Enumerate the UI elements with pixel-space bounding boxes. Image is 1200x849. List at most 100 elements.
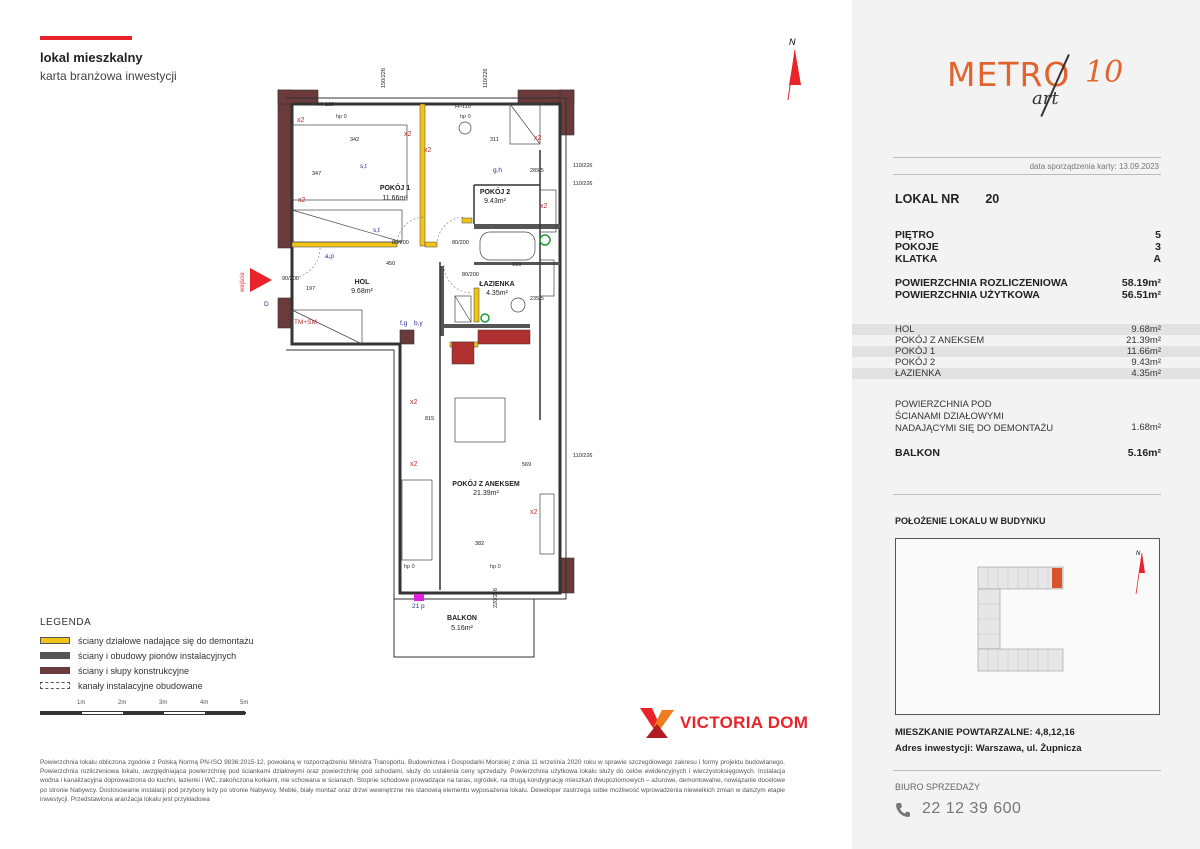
legend-label: ściany działowe nadające się do demontaż… (78, 635, 254, 646)
socket-marker: x2 (410, 461, 418, 468)
legend-item: kanały instalacyjne obudowane (40, 678, 254, 693)
dimension-label: 311 (490, 137, 499, 143)
room-label: POKÓJ Z ANEKSEM (452, 479, 520, 488)
apartment-highlight (1052, 568, 1062, 588)
scale-label: 5m (240, 700, 249, 706)
phone-number[interactable]: 22 12 39 600 (922, 800, 1022, 817)
room-label: HOL (355, 279, 371, 286)
legend-swatch (40, 667, 70, 674)
room-area: 21.39m² (473, 490, 499, 497)
socket-marker: x2 (424, 147, 432, 154)
opening-label: 80/200 (392, 240, 409, 246)
dimension-label: 289.5 (530, 168, 544, 174)
room-area: 11.66m² (382, 195, 408, 202)
dimension-label: 815 (425, 416, 434, 422)
legend-item: ściany i słupy konstrukcyjne (40, 663, 254, 678)
plan-sheet: lokal mieszkalny karta branżowa inwestyc… (40, 36, 808, 803)
dimension-label: 382 (475, 541, 484, 547)
opening-label: 220/226 (493, 588, 499, 608)
room-area: 5.16m² (451, 625, 473, 632)
opening-label: 80/200 (462, 272, 479, 278)
card-date: data sporządzenia karty: 13.09.2023 (1029, 162, 1159, 171)
legend-label: kanały instalacyjne obudowane (78, 680, 203, 691)
socket-marker: x2 (530, 509, 538, 516)
height-marker: hp 0 (490, 564, 501, 570)
tm-marker: TM+SM (294, 319, 317, 326)
room-label: BALKON (447, 615, 477, 622)
socket-marker: x2 (410, 399, 418, 406)
map-north-icon: N (1135, 551, 1145, 595)
divider (893, 494, 1161, 495)
sales-office-label: BIURO SPRZEDAŻY (895, 782, 981, 792)
room-area: 4.35m² (486, 290, 508, 297)
opening-label: 90/200 (282, 276, 299, 282)
dimension-label: 569 (522, 462, 531, 468)
north-arrow-icon: N (787, 37, 801, 101)
lokal-value: 20 (985, 192, 1000, 206)
opening-label: 80/200 (452, 240, 469, 246)
install-marker: a,p (325, 253, 334, 260)
height-marker: H=110 (318, 102, 334, 108)
phone-icon (896, 803, 910, 817)
demolition-value: 1.68m² (1131, 422, 1161, 433)
socket-marker: x2 (540, 203, 548, 210)
victoria-dom-icon (640, 708, 674, 738)
accent-bar (40, 36, 132, 40)
balcony-marker (414, 594, 424, 601)
scale-label: 4m (200, 700, 209, 706)
legend-title: LEGENDA (40, 617, 92, 628)
dimension-label: 342 (350, 137, 359, 143)
install-marker: g,h (493, 167, 502, 174)
legend: LEGENDA ściany działowe nadające się do … (40, 617, 254, 693)
divider (893, 174, 1161, 175)
footnote: Powierzchnia lokalu obliczona zgodnie z … (40, 759, 785, 803)
install-marker: f,g (400, 320, 408, 327)
entrance-arrow-icon: wejście (240, 268, 272, 293)
brand-art: art (1032, 88, 1059, 109)
location-title: POŁOŻENIE LOKALU W BUDYNKU (895, 516, 1046, 526)
install-marker: s,t (360, 163, 367, 170)
scale-bar: 1m 2m 3m 4m 5m (40, 700, 250, 720)
divider (893, 770, 1161, 771)
room-label: ŁAZIENKA (479, 281, 514, 288)
north-label: N (789, 37, 796, 47)
developer-logo: VICTORIA DOM (640, 708, 808, 738)
sheet-title: lokal mieszkalny (40, 50, 143, 65)
dimension-label: 450 (386, 261, 395, 267)
svg-text:N: N (1136, 551, 1141, 557)
opening-label: 110/226 (483, 69, 489, 88)
scale-label: 1m (77, 700, 86, 706)
dimension-label: 197 (306, 286, 315, 292)
height-marker: hp 0 (460, 114, 471, 120)
legend-label: ściany i słupy konstrukcyjne (78, 665, 190, 676)
sheet-subtitle: karta branżowa inwestycji (40, 69, 177, 83)
room-label: POKÓJ 2 (480, 187, 510, 196)
building-map: N (977, 551, 1145, 672)
legend-swatch (40, 652, 70, 659)
balcony-socket-marker: 21 p (412, 603, 425, 610)
demolition-label: ŚCIANAMI DZIAŁOWYMI (895, 411, 1004, 422)
building-location-map: N (895, 538, 1160, 715)
d-marker: D (264, 301, 269, 308)
install-marker: b,y (414, 320, 423, 327)
dimension-label: 235.5 (530, 296, 544, 302)
opening-label: 150/226 (381, 68, 387, 88)
brand-ten: 10 (1085, 55, 1124, 90)
opening-label: 110/226 (573, 181, 592, 187)
divider (893, 157, 1161, 158)
legend-swatch (40, 637, 70, 644)
room-label: POKÓJ 1 (380, 183, 410, 192)
height-marker: hp 0 (336, 114, 347, 120)
scale-label: 3m (159, 700, 168, 706)
brand-metro: METRO (947, 55, 1071, 94)
dimension-label: 347 (312, 171, 321, 177)
room-area: 9.68m² (351, 288, 373, 295)
